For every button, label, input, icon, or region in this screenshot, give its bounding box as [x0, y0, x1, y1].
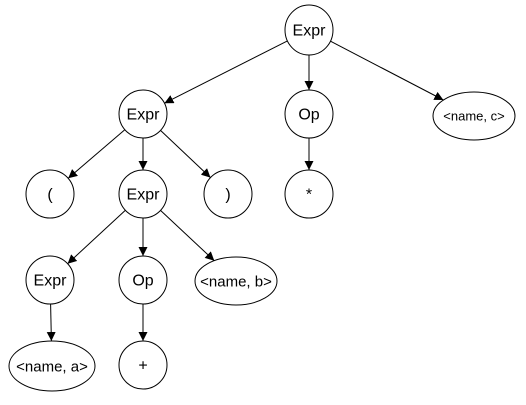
node-op-mul: Op: [284, 89, 334, 139]
edge-expr_paren-to-rparen: [160, 130, 211, 178]
node-op-plus: Op: [118, 255, 168, 305]
node-name-c-ellipse: [432, 91, 516, 141]
node-plus-symbol: +: [118, 340, 168, 390]
node-expr-a-label: Expr: [34, 273, 68, 290]
node-rparen: ): [203, 169, 253, 219]
node-rparen-ellipse: [203, 169, 253, 219]
node-name-a-label: <name, a>: [16, 358, 88, 375]
node-lparen-label: (: [47, 187, 53, 204]
node-name-a-ellipse: [8, 340, 96, 392]
node-name-c: <name, c>: [432, 91, 516, 141]
node-expr-root: Expr: [284, 4, 334, 56]
node-lparen: (: [25, 169, 75, 219]
node-lparen-ellipse: [25, 169, 75, 219]
node-op-plus-ellipse: [118, 255, 168, 305]
node-expr-paren-ellipse: [118, 89, 168, 139]
node-name-c-label: <name, c>: [443, 109, 504, 124]
edge-expr_paren-to-lparen: [67, 129, 126, 179]
node-mul-symbol-label: *: [306, 187, 312, 204]
node-mul-symbol: *: [284, 169, 334, 219]
node-expr-root-ellipse: [284, 4, 334, 56]
node-name-b-ellipse: [194, 256, 278, 306]
edge-root-to-name_c: [330, 40, 444, 101]
edge-expr_inner-to-name_b: [160, 210, 215, 262]
node-name-b: <name, b>: [194, 256, 278, 306]
node-name-a: <name, a>: [8, 340, 96, 392]
node-op-mul-label: Op: [298, 107, 319, 124]
node-expr-a-ellipse: [25, 255, 75, 305]
node-rparen-label: ): [225, 187, 230, 204]
node-plus-symbol-ellipse: [118, 340, 168, 390]
node-expr-root-label: Expr: [293, 23, 327, 40]
node-expr-paren-label: Expr: [127, 107, 161, 124]
edge-expr_inner-to-expr_a: [67, 209, 126, 265]
node-name-b-label: <name, b>: [200, 273, 272, 290]
node-expr-inner-label: Expr: [127, 187, 161, 204]
node-expr-inner: Expr: [118, 169, 168, 219]
edge-expr_a-to-name_a: [46, 303, 56, 342]
edge-root-to-expr_paren: [164, 40, 288, 104]
node-op-mul-ellipse: [284, 89, 334, 139]
edge-layer: [46, 40, 444, 342]
node-mul-symbol-ellipse: [284, 169, 334, 219]
node-expr-paren: Expr: [118, 89, 168, 139]
node-op-plus-label: Op: [132, 273, 153, 290]
node-expr-inner-ellipse: [118, 169, 168, 219]
node-expr-a: Expr: [25, 255, 75, 305]
node-plus-symbol-label: +: [138, 358, 147, 375]
